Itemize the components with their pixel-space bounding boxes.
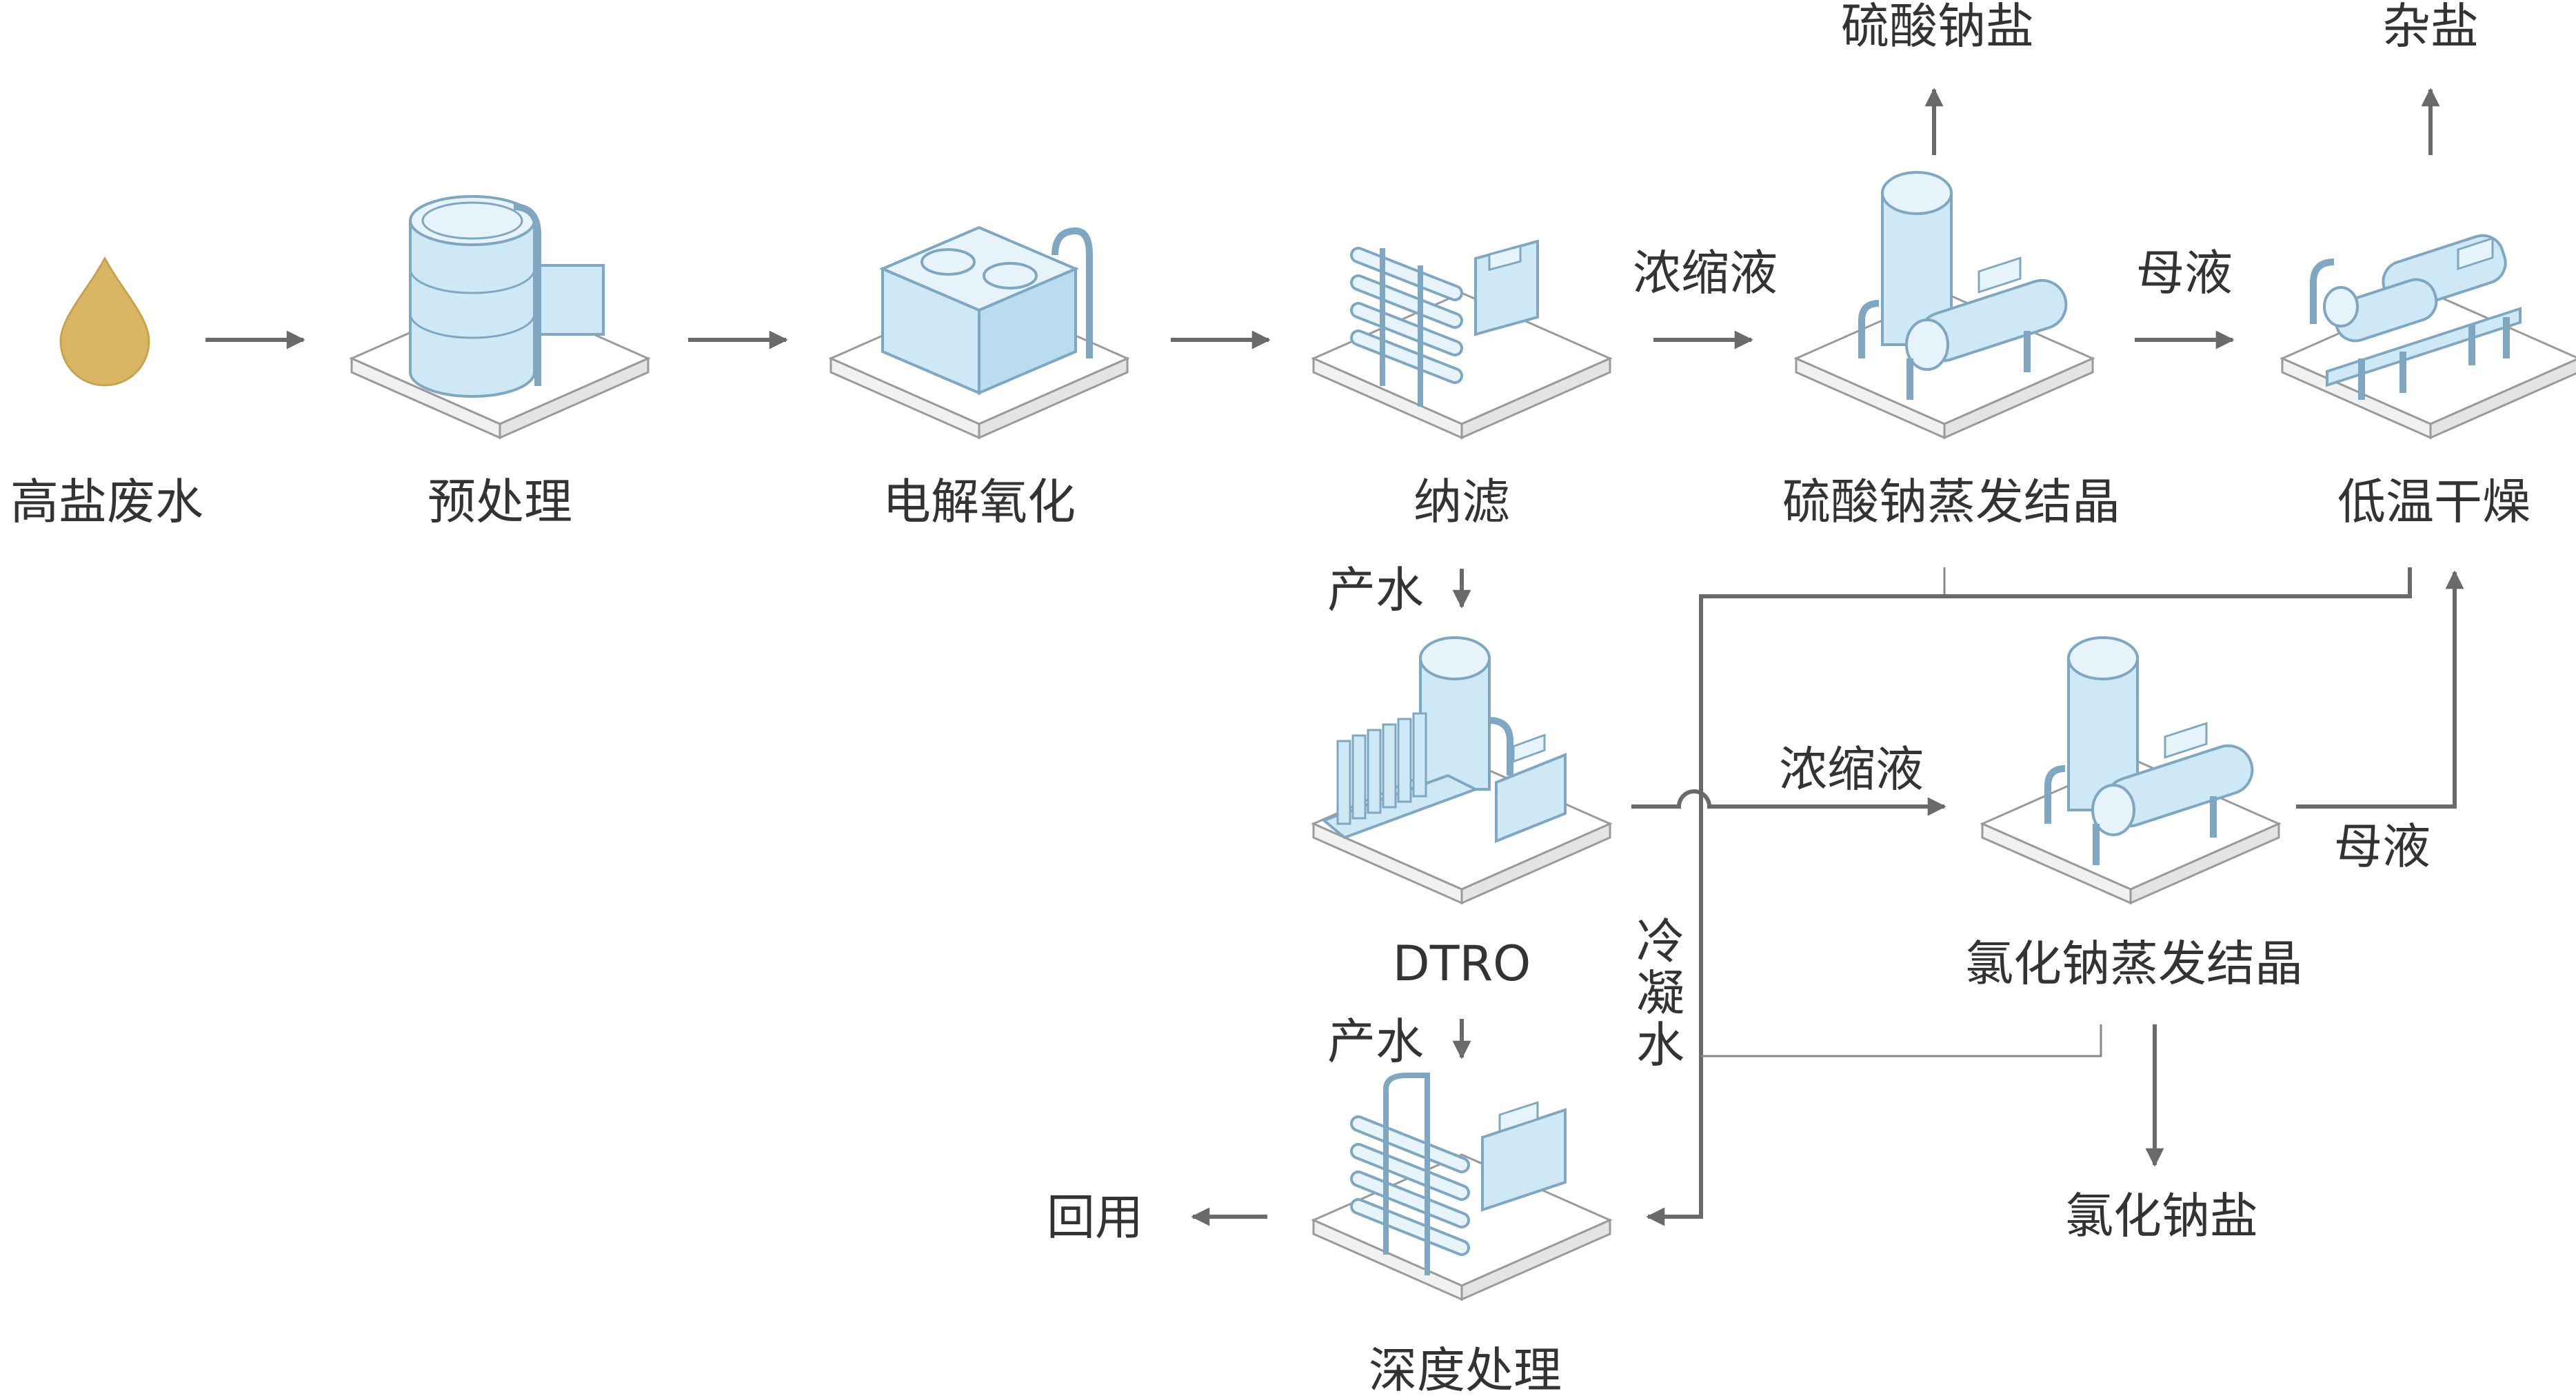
label-chloride-evaporation: 氯化钠蒸发结晶	[1965, 935, 2303, 992]
label-permeate-1: 产水	[1327, 562, 1424, 618]
label-concentrate-2: 浓缩液	[1779, 741, 1924, 798]
permeate-arrows	[1191, 569, 2164, 1226]
label-sodium-chloride-salt: 氯化钠盐	[2065, 1188, 2258, 1244]
label-raw-water: 高盐废水	[10, 474, 203, 530]
nanofiltration-equipment-icon	[1312, 239, 1611, 439]
deep-treatment-equipment-icon	[1312, 1073, 1611, 1301]
label-concentrate-1: 浓缩液	[1633, 245, 1778, 301]
flow-labels: 浓缩液 母液 产水 浓缩液 母液 产水 冷 凝 水	[1327, 245, 2431, 1073]
stage-labels: 高盐废水 预处理 电解氧化 纳滤 硫酸钠蒸发结晶 低温干燥 DTRO 氯化钠蒸发…	[10, 474, 2530, 1398]
label-electrolytic-oxidation: 电解氧化	[883, 474, 1076, 530]
electrolysis-equipment-icon	[829, 225, 1129, 439]
label-condensate-3: 水	[1636, 1017, 1684, 1073]
label-nanofiltration: 纳滤	[1413, 474, 1510, 530]
label-low-temp-drying: 低温干燥	[2337, 474, 2530, 530]
output-labels: 硫酸钠盐 杂盐 氯化钠盐 回用	[1047, 0, 2479, 1246]
main-flow-arrows	[205, 88, 2440, 350]
label-pretreatment: 预处理	[427, 474, 572, 530]
dryer-equipment-icon	[2281, 234, 2576, 439]
label-deep-treatment: 深度处理	[1369, 1342, 1562, 1398]
label-permeate-2: 产水	[1327, 1013, 1424, 1070]
condensate-lines	[1646, 567, 2412, 1226]
label-dtro: DTRO	[1393, 935, 1531, 992]
dtro-equipment-icon	[1312, 636, 1611, 904]
label-sodium-sulfate-salt: 硫酸钠盐	[1841, 0, 2034, 54]
label-sulfate-evaporation: 硫酸钠蒸发结晶	[1782, 474, 2120, 530]
label-mother-liquor-2: 母液	[2334, 818, 2431, 875]
label-condensate-2: 凝	[1636, 965, 1684, 1022]
label-mother-liquor-1: 母液	[2136, 245, 2233, 301]
water-drop-icon	[59, 256, 150, 387]
chloride-mother-liquor-line	[2296, 570, 2464, 809]
chloride-evaporator-icon	[1981, 636, 2280, 904]
sulfate-evaporator-icon	[1795, 171, 2094, 439]
label-mixed-salt: 杂盐	[2382, 0, 2479, 54]
dtro-concentrate-line	[1631, 789, 1946, 816]
pretreatment-equipment-icon	[350, 195, 650, 439]
label-reuse: 回用	[1047, 1189, 1143, 1246]
label-condensate-1: 冷	[1636, 913, 1684, 970]
